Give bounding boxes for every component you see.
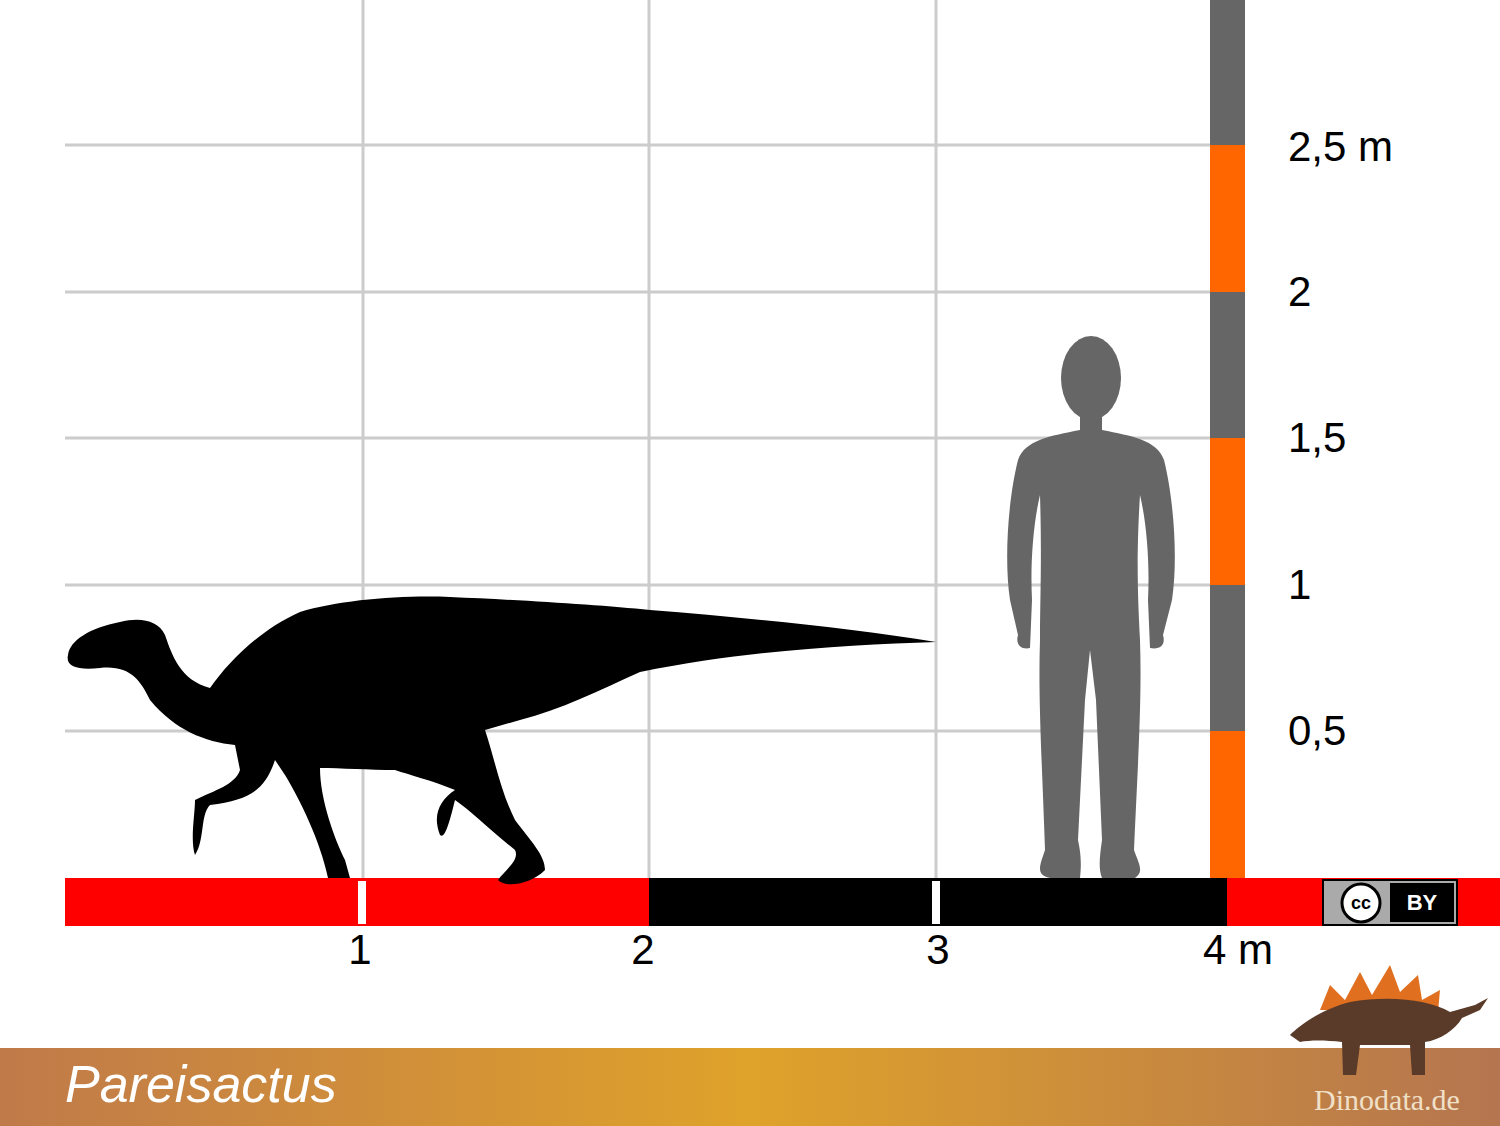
height-tick-label: 1,5 [1288, 417, 1346, 459]
height-tick-label: 2 [1288, 271, 1311, 313]
height-tick-label: 0,5 [1288, 710, 1346, 752]
length-tick-label: 1 [348, 929, 371, 971]
vertical-scale [1210, 0, 1245, 878]
cc-badge [1323, 880, 1457, 925]
species-title: Pareisactus [65, 1058, 337, 1110]
length-tick-label: 2 [631, 929, 654, 971]
length-tick-label: 3 [926, 929, 949, 971]
human-silhouette [1007, 336, 1175, 878]
license-mark: BY [1407, 892, 1438, 914]
horizontal-scale [65, 878, 1500, 926]
height-tick-label: 2,5 m [1288, 126, 1393, 168]
watermark: Dinodata.de [1314, 1085, 1460, 1115]
length-tick-label: 4 m [1203, 929, 1273, 971]
footer-band [0, 1048, 1500, 1126]
license-mark: cc [1351, 894, 1371, 912]
height-tick-label: 1 [1288, 564, 1311, 606]
dinosaur-silhouette [68, 597, 936, 885]
stegosaurus-logo [1290, 965, 1488, 1075]
